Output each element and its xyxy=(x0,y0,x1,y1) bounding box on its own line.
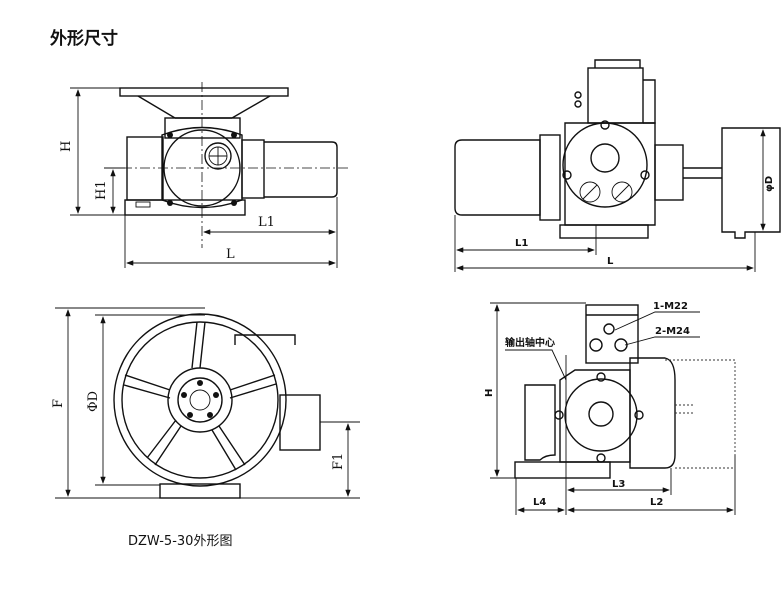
dim-phiD: ΦD xyxy=(86,391,101,412)
dim-phiD: φD xyxy=(764,176,775,192)
dim-F: F xyxy=(51,399,66,408)
dim-L2: L2 xyxy=(650,497,663,508)
page-title: 外形尺寸 xyxy=(50,29,118,49)
label-1-M22: 1-M22 xyxy=(653,301,688,312)
dim-F1: F1 xyxy=(331,453,346,470)
label-2-M24: 2-M24 xyxy=(655,326,690,337)
dim-L1: L1 xyxy=(515,238,528,249)
dim-L3: L3 xyxy=(612,479,625,490)
side-view-2: 1-M22 2-M24 输出轴中心 H L3 L4 L2 xyxy=(484,301,736,515)
side-view: L1 L φD xyxy=(454,59,781,272)
dim-H1: H1 xyxy=(94,180,109,200)
dim-L: L xyxy=(607,256,614,267)
dim-L1: L1 xyxy=(258,215,275,230)
dim-L4: L4 xyxy=(533,497,546,508)
dim-H: H xyxy=(484,389,495,397)
dim-L: L xyxy=(226,247,235,262)
label-shaft-center: 输出轴中心 xyxy=(505,336,555,349)
front-view: H H1 L1 L xyxy=(59,82,348,268)
figure-caption: DZW-5-30外形图 xyxy=(128,534,233,549)
handwheel-view: F ΦD F1 xyxy=(51,307,360,499)
dim-H: H xyxy=(59,141,74,152)
